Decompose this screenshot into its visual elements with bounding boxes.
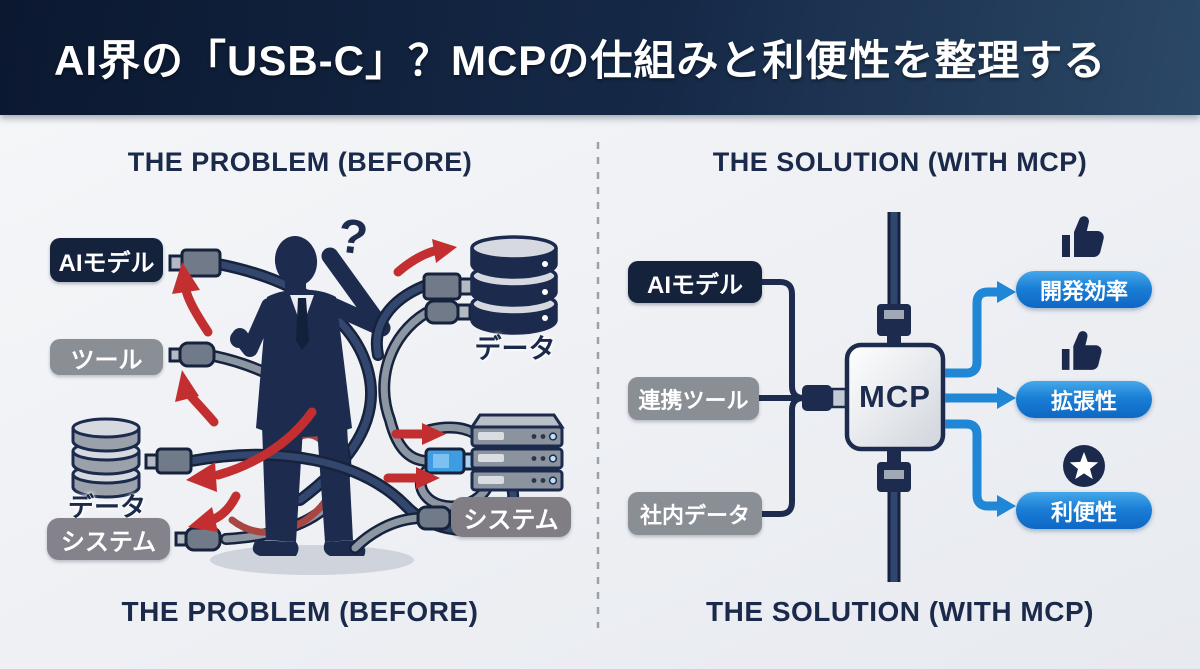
problem-label-tool: ツール	[50, 339, 163, 375]
usb-plug-icon	[877, 212, 911, 347]
usb-blue-connector-icon	[424, 447, 480, 475]
blue-arrow-icon	[945, 281, 1016, 517]
database-icon	[71, 417, 141, 499]
problem-caption-data-left: データ	[67, 492, 146, 522]
star-icon	[1063, 445, 1105, 487]
mcp-hub-label: MCP	[859, 379, 931, 414]
thumbs-up-icon	[1062, 216, 1104, 257]
thumbs-up-icon	[1061, 331, 1102, 370]
floor-shadow	[210, 545, 414, 575]
solution-illustration	[758, 212, 1105, 582]
problem-illustration	[71, 235, 565, 575]
problem-heading-bottom: THE PROBLEM (BEFORE)	[121, 596, 479, 627]
usb-plug-icon	[877, 450, 911, 582]
input-connection-lines	[758, 279, 848, 517]
header-band: AI界の「USB-C」？MCPの仕組みと利便性を整理する	[0, 0, 1200, 115]
problem-heading-top: THE PROBLEM (BEFORE)	[127, 147, 473, 177]
problem-label-system-left: システム	[47, 518, 170, 560]
benefit-pill-convenience: 利便性	[1016, 492, 1152, 529]
page-title: AI界の「USB-C」？MCPの仕組みと利便性を整理する	[54, 37, 1107, 84]
problem-label-system-right: システム	[451, 497, 571, 537]
benefit-pill-dev-efficiency: 開発効率	[1016, 271, 1152, 308]
red-arrow-icon	[172, 239, 457, 532]
solution-heading-bottom: THE SOLUTION (WITH MCP)	[706, 596, 1094, 627]
problem-label-ai-model: AIモデル	[50, 238, 163, 282]
database-icon	[470, 235, 558, 335]
mcp-hub-box	[844, 342, 946, 452]
benefit-pill-extensibility: 拡張性	[1016, 381, 1152, 418]
server-icon	[469, 413, 565, 492]
solution-label-tools: 連携ツール	[628, 377, 759, 420]
solution-label-internal-data: 社内データ	[628, 492, 762, 535]
problem-caption-data-right: データ	[474, 334, 556, 364]
solution-label-ai-model: AIモデル	[628, 261, 762, 303]
businessman-silhouette	[230, 236, 391, 556]
solution-heading-top: THE SOLUTION (WITH MCP)	[712, 147, 1088, 177]
